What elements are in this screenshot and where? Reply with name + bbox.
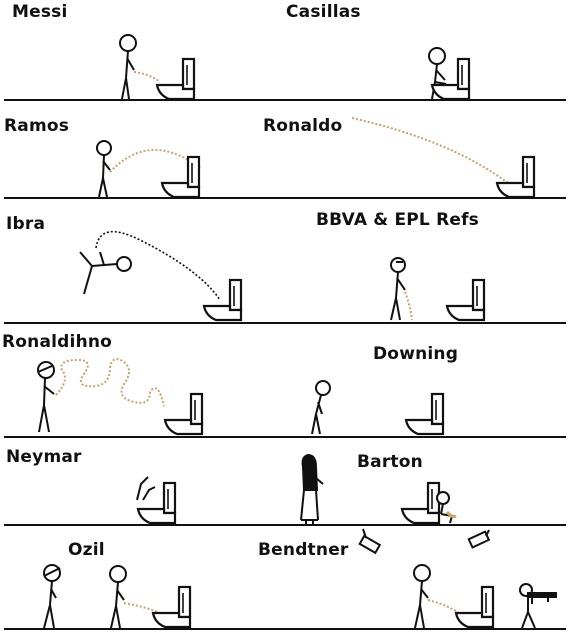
camera-icon: [467, 529, 491, 549]
bendtner-toilet: [454, 585, 495, 629]
neymar-legs: [136, 476, 156, 501]
label-ozil: Ozil: [68, 540, 105, 560]
label-downing: Downing: [373, 344, 459, 364]
ronaldo-stream: [351, 117, 509, 184]
label-ramos: Ramos: [4, 116, 70, 136]
soldier-with-gun-figure: [519, 583, 557, 629]
ramos-figure: [96, 140, 112, 198]
ibra-trajectory: [95, 230, 221, 301]
label-ibra: Ibra: [6, 214, 46, 234]
label-neymar: Neymar: [6, 447, 82, 467]
ibra-figure: [79, 251, 132, 295]
label-refs: BBVA & EPL Refs: [316, 210, 480, 230]
downing-toilet: [404, 392, 445, 436]
ozil-woman-figure: [43, 564, 61, 629]
refs-stream: [404, 291, 413, 321]
ozil-stream: [123, 602, 159, 613]
label-casillas: Casillas: [286, 2, 361, 22]
ramos-toilet: [160, 155, 201, 199]
ibra-toilet: [202, 278, 243, 322]
ronaldinho-figure: [37, 361, 55, 433]
bendtner-stream: [427, 599, 459, 613]
messi-stream: [133, 71, 161, 83]
barton-stain: [445, 511, 457, 518]
ramos-stream: [109, 148, 201, 173]
ozil-toilet: [151, 585, 192, 629]
ronaldinho-stream: [55, 358, 165, 407]
downing-figure: [311, 380, 331, 435]
bendtner-figure: [413, 564, 431, 629]
camera-icon: [358, 528, 382, 555]
barton-toilet: [400, 481, 441, 525]
barton-woman-figure: [300, 453, 324, 524]
refs-toilet: [445, 278, 486, 322]
barton-figure: [436, 491, 453, 524]
ronaldo-toilet: [495, 155, 536, 199]
label-ronaldo: Ronaldo: [263, 116, 343, 136]
label-ronaldinho: Ronaldihno: [2, 332, 113, 352]
ozil-figure: [109, 565, 127, 629]
neymar-toilet: [136, 481, 177, 525]
refs-figure: [390, 257, 406, 321]
messi-figure: [119, 34, 137, 100]
ronaldinho-toilet: [163, 392, 204, 436]
label-messi: Messi: [12, 2, 68, 22]
label-barton: Barton: [357, 452, 423, 472]
label-bendtner: Bendtner: [258, 540, 349, 560]
messi-toilet: [155, 57, 196, 101]
